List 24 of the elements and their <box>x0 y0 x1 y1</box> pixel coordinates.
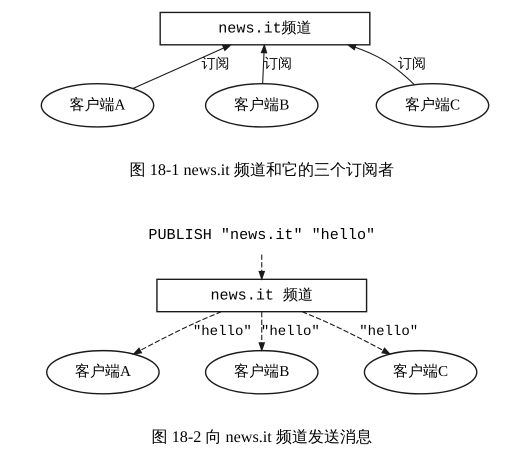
node-box: news.it频道 <box>158 12 370 46</box>
edge-label: 订阅 <box>263 56 292 72</box>
node-ellipse: 客户端B <box>204 350 318 395</box>
node-ellipse: 客户端A <box>46 350 160 395</box>
arrow <box>260 44 267 84</box>
arrow <box>301 311 391 355</box>
label: 图 18-2 向 news.it 频道发送消息 <box>151 428 372 446</box>
edge-label: 订阅 <box>397 56 426 72</box>
arrow <box>346 44 414 85</box>
node-ellipse: 客户端C <box>375 83 489 128</box>
label: 图 18-1 news.it 频道和它的三个订阅者 <box>129 161 394 180</box>
node-ellipse: 客户端B <box>204 83 318 128</box>
node-box: news.it 频道 <box>156 278 367 312</box>
edge-label: 订阅 <box>200 56 229 72</box>
arrow <box>132 311 222 355</box>
arrow <box>258 312 265 352</box>
node-text: PUBLISH "news.it" "hello" <box>148 226 375 244</box>
node-ellipse: 客户端C <box>363 350 477 395</box>
edge-label: "hello" <box>192 324 252 340</box>
edge-label: "hello" <box>260 324 320 340</box>
arrow <box>258 254 265 281</box>
edge-label: "hello" <box>358 324 418 340</box>
arrow <box>132 44 232 89</box>
node-ellipse: 客户端A <box>40 83 154 128</box>
